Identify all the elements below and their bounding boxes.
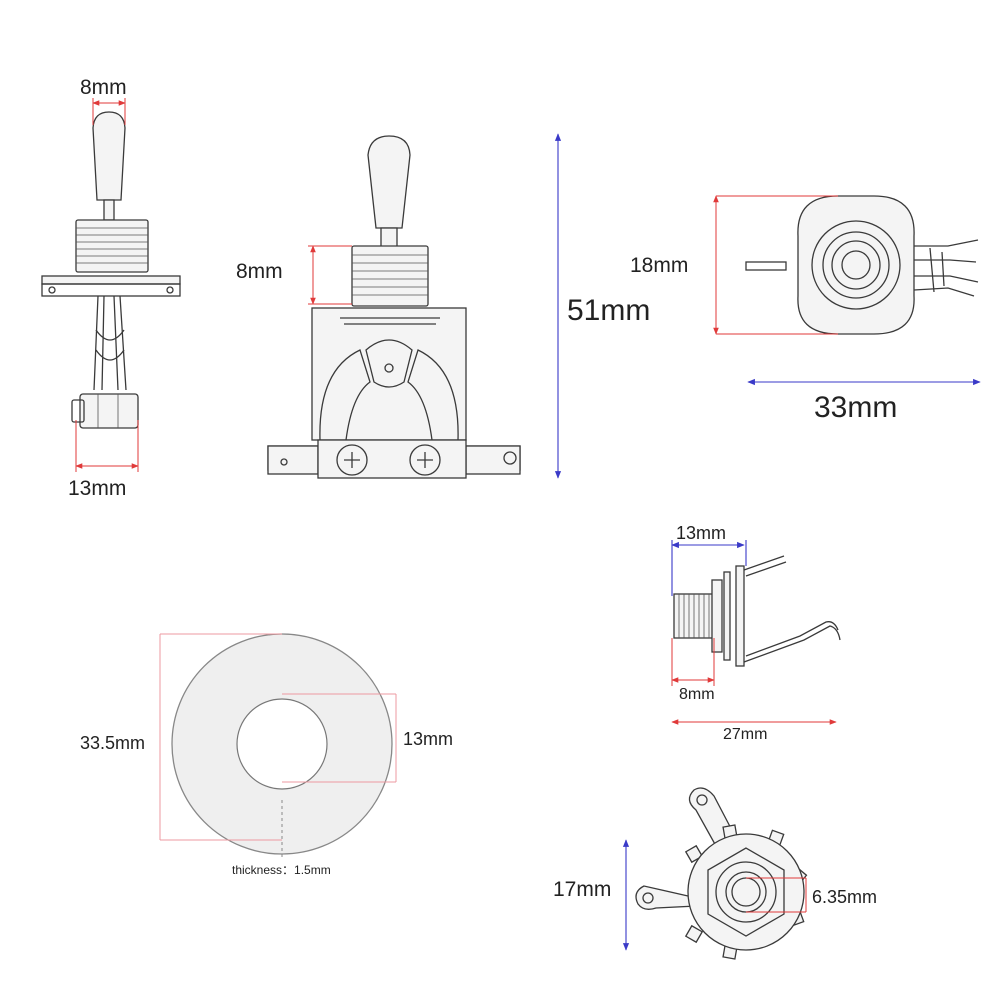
jack-plate-height-label: 18mm bbox=[630, 254, 689, 277]
toggle-side-bottom-width-label: 13mm bbox=[68, 477, 127, 500]
jack-side-total-label: 27mm bbox=[723, 726, 768, 743]
jack-plate-hole bbox=[841, 250, 871, 280]
toggle-bushing-front bbox=[351, 245, 429, 307]
toggle-lever-side bbox=[103, 199, 115, 221]
washer-inner-label: 13mm bbox=[403, 729, 454, 749]
jack-side-view bbox=[671, 540, 841, 725]
jack-nut-side bbox=[711, 579, 723, 653]
jack-plate-length-label: 33mm bbox=[814, 391, 898, 424]
jack-side-thread-label: 8mm bbox=[679, 686, 715, 703]
jack-front-height-label: 17mm bbox=[553, 878, 612, 901]
jack-front-hole-label: 6.35mm bbox=[812, 887, 878, 907]
jack-plate-side bbox=[735, 565, 745, 667]
toggle-mount-plate-side bbox=[41, 275, 181, 285]
toggle-left-tab bbox=[267, 445, 319, 475]
washer-outer-label: 33.5mm bbox=[80, 733, 146, 753]
toggle-switch-front-view bbox=[267, 133, 562, 479]
toggle-tip-front bbox=[367, 135, 411, 229]
toggle-right-tab bbox=[465, 445, 521, 475]
toggle-front-bushing-label: 8mm bbox=[236, 260, 283, 283]
jack-side-top-label: 13mm bbox=[676, 523, 727, 543]
toggle-tip-side bbox=[92, 111, 126, 201]
jack-plate-top-view bbox=[713, 195, 981, 386]
jack-front-view bbox=[622, 787, 808, 960]
toggle-bushing-side bbox=[75, 219, 149, 273]
washer-hole bbox=[236, 698, 328, 790]
washer-thickness-label: thickness：1.5mm bbox=[232, 863, 331, 877]
toggle-switch-side-view bbox=[41, 98, 181, 472]
toggle-contact-block-side bbox=[79, 393, 139, 429]
jack-side-lug bbox=[635, 885, 698, 910]
washer-view bbox=[159, 633, 397, 860]
toggle-side-top-width-label: 8mm bbox=[80, 76, 127, 99]
toggle-front-height-label: 51mm bbox=[567, 294, 651, 327]
